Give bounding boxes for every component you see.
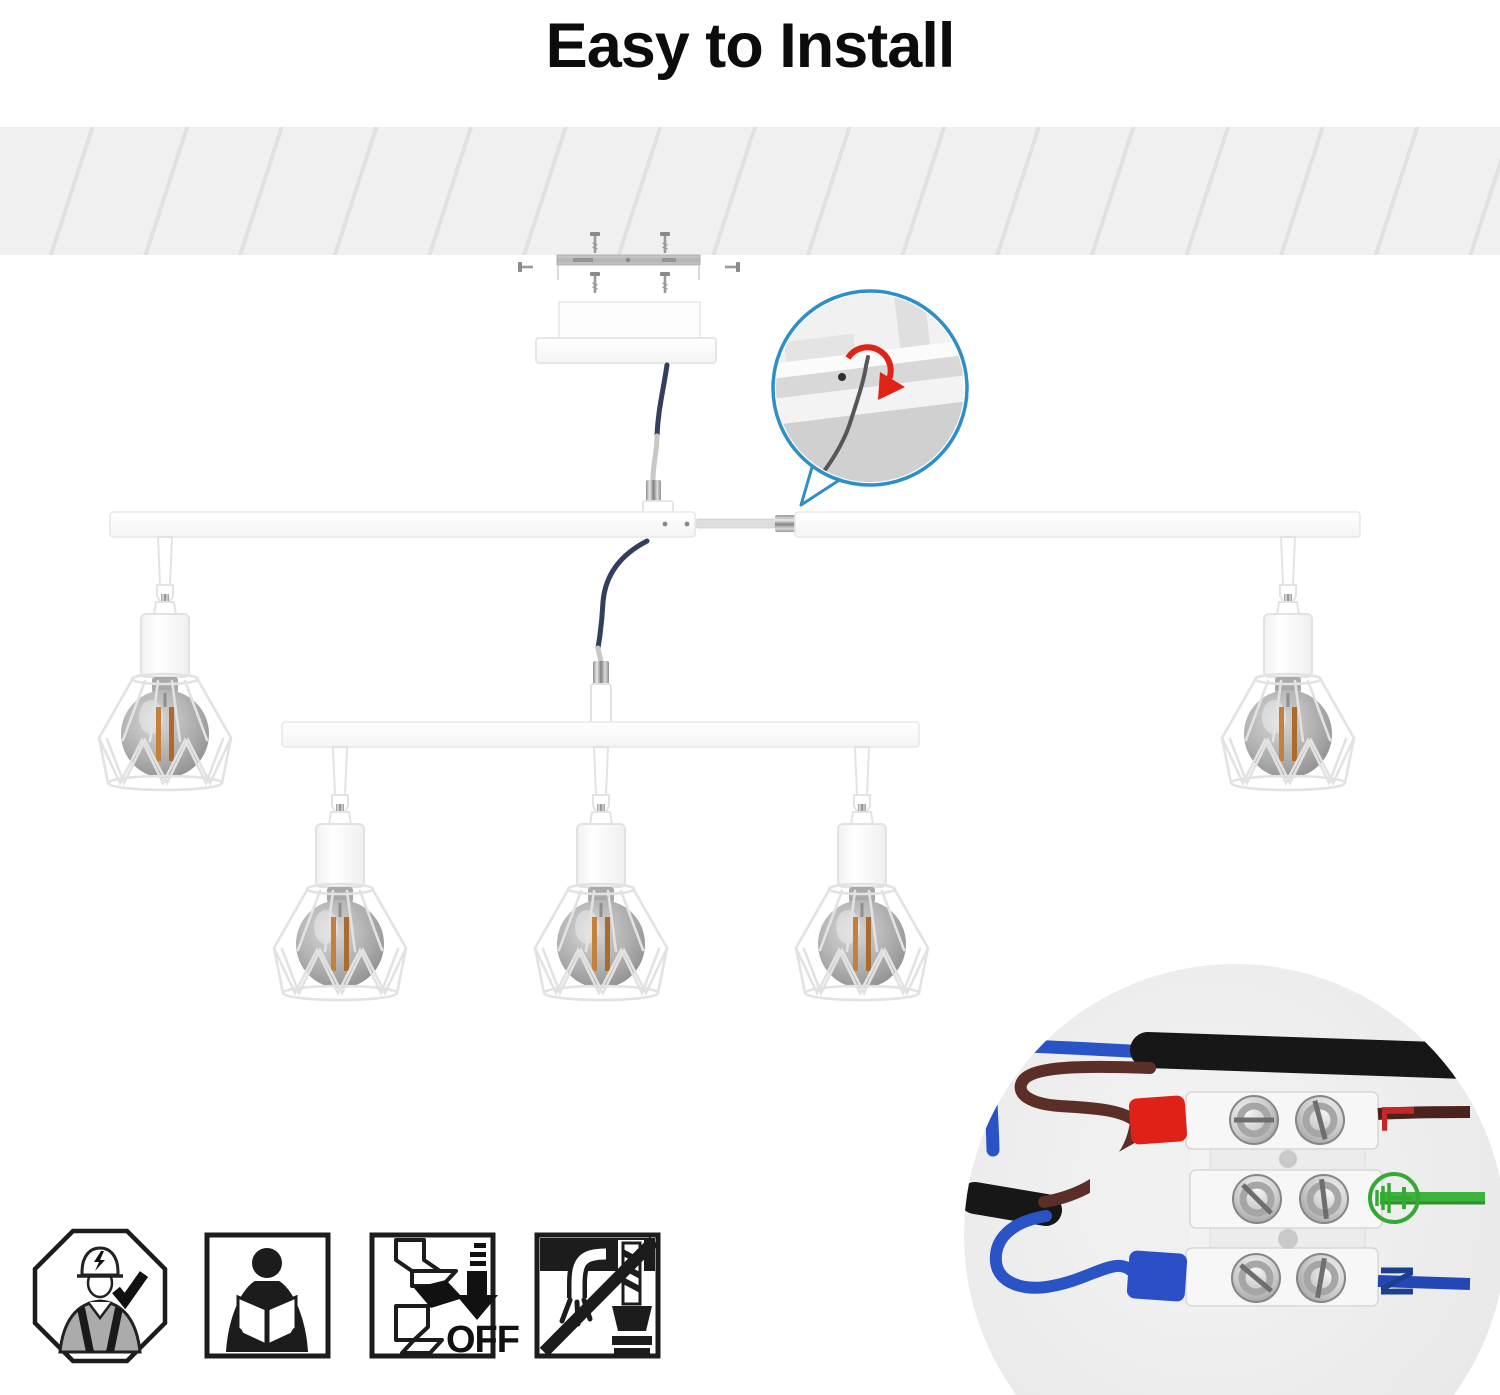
open-book-icon bbox=[236, 1294, 268, 1348]
qualified-electrician-icon bbox=[32, 1228, 168, 1364]
neutral-wire bbox=[989, 1210, 1142, 1294]
cage-pendant-light bbox=[1222, 537, 1354, 790]
neutral-terminal-label: N bbox=[1371, 1264, 1423, 1297]
side-screw-icon bbox=[516, 260, 535, 274]
rotate-arrow-icon bbox=[845, 344, 905, 400]
locking-screw-callout bbox=[771, 289, 969, 507]
suspension-cord bbox=[646, 362, 670, 502]
neutral-wire-sleeve bbox=[1126, 1250, 1188, 1302]
mounting-screw-icon bbox=[658, 270, 672, 295]
cord-ferrule bbox=[593, 661, 609, 685]
power-off-icon: OFF bbox=[369, 1232, 520, 1361]
cable-sheath bbox=[964, 1182, 1062, 1226]
live-wire bbox=[1377, 1106, 1471, 1120]
no-drilling-near-wires-icon bbox=[534, 1232, 661, 1359]
prohibition-stroke bbox=[539, 1236, 659, 1357]
off-label: OFF bbox=[446, 1319, 519, 1361]
neutral-wire bbox=[988, 1038, 1157, 1059]
read-manual-icon bbox=[204, 1232, 331, 1359]
upper-track-bar bbox=[109, 500, 1361, 538]
wiring-closeup-inset: L N bbox=[964, 964, 1500, 1395]
side-screw-icon bbox=[723, 260, 742, 274]
connector-ferrule bbox=[775, 515, 797, 532]
lightning-bolt-icon bbox=[94, 1251, 105, 1271]
cage-pendant-light bbox=[274, 747, 406, 1000]
neutral-wire bbox=[1377, 1275, 1471, 1290]
cable-sheath bbox=[1130, 1032, 1483, 1079]
page-title: Easy to Install bbox=[545, 11, 956, 81]
down-arrow-icon bbox=[456, 1243, 498, 1320]
cage-pendant-light bbox=[99, 537, 231, 790]
cage-pendant-light bbox=[796, 747, 928, 1000]
terminal-screw-icon bbox=[1230, 1096, 1278, 1144]
terminal-block bbox=[1090, 1091, 1383, 1312]
connector-rod bbox=[694, 518, 778, 529]
cord-ferrule bbox=[646, 480, 661, 502]
live-terminal-label: L bbox=[1372, 1104, 1424, 1132]
suspension-tube bbox=[590, 683, 612, 727]
checkmark-icon bbox=[112, 1271, 149, 1310]
ceiling-cable bbox=[571, 1248, 607, 1298]
drop-cord bbox=[590, 538, 650, 727]
earth-ground-icon bbox=[1368, 1172, 1420, 1224]
breaker-lever bbox=[414, 1280, 463, 1308]
canopy-plate bbox=[535, 337, 717, 364]
cage-pendant-light bbox=[535, 747, 667, 1000]
mounting-screw-icon bbox=[588, 230, 602, 255]
lower-track-bar bbox=[281, 721, 920, 748]
set-screw-hole bbox=[838, 373, 846, 381]
mounting-screw-icon bbox=[588, 270, 602, 295]
hatched-ceiling bbox=[0, 127, 1500, 255]
canopy-box bbox=[558, 301, 701, 340]
mounting-screw-icon bbox=[658, 230, 672, 255]
live-wire-sleeve bbox=[1129, 1095, 1187, 1145]
hex-key-icon bbox=[820, 355, 870, 476]
mounting-hardware bbox=[516, 230, 742, 364]
